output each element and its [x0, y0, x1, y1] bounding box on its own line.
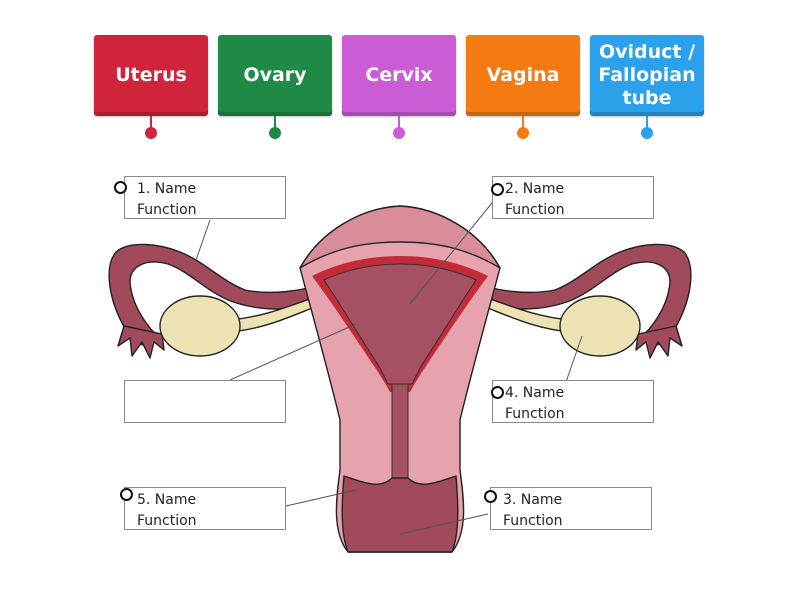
chip-label: Ovary [243, 64, 307, 86]
chip-pin[interactable] [145, 127, 157, 139]
right-fimbriae [635, 325, 683, 359]
label-box-3[interactable]: 3. Name Function [490, 487, 652, 530]
label-function: Function [137, 513, 197, 529]
label-function: Function [137, 202, 197, 218]
chip-stem [274, 116, 276, 128]
chip-ovary[interactable]: Ovary [218, 35, 332, 116]
chip-label: Oviduct / Fallopian tube [598, 41, 696, 109]
label-function: Function [505, 406, 565, 422]
hotspot-2[interactable] [491, 183, 504, 196]
label-name: 3. Name [503, 492, 563, 508]
chip-oviduct[interactable]: Oviduct / Fallopian tube [590, 35, 704, 116]
label-box-4[interactable]: 4. Name Function [492, 380, 654, 423]
hotspot-5[interactable] [120, 488, 133, 501]
chip-label: Uterus [115, 64, 187, 86]
vagina [341, 475, 459, 553]
chip-uterus[interactable]: Uterus [94, 35, 208, 116]
right-ovary [559, 295, 641, 357]
label-function: Function [503, 513, 563, 529]
label-name: 1. Name [137, 181, 197, 197]
leader-line-3 [399, 513, 489, 535]
leader-line-blank [229, 323, 357, 381]
hotspot-1[interactable] [114, 181, 127, 194]
chip-stem [646, 116, 648, 128]
chip-stem [150, 116, 152, 128]
label-box-2[interactable]: 2. Name Function [492, 176, 654, 219]
chip-pin[interactable] [517, 127, 529, 139]
chip-label: Cervix [365, 64, 433, 86]
chip-pin[interactable] [269, 127, 281, 139]
label-name: 2. Name [505, 181, 565, 197]
chip-stem [398, 116, 400, 128]
cervical-canal [391, 383, 409, 479]
chip-stem [522, 116, 524, 128]
label-box-1[interactable]: 1. Name Function [124, 176, 286, 219]
chip-pin[interactable] [393, 127, 405, 139]
myometrium-top [299, 205, 501, 269]
leader-line-2 [409, 197, 497, 305]
hotspot-3[interactable] [484, 490, 497, 503]
chip-vagina[interactable]: Vagina [466, 35, 580, 116]
leader-line-4 [565, 335, 583, 383]
left-fimbriae [117, 325, 165, 359]
leader-line-5 [285, 489, 357, 507]
left-ovary [159, 295, 241, 357]
hotspot-4[interactable] [491, 386, 504, 399]
chip-label: Vagina [486, 64, 560, 86]
uterine-cavity [323, 263, 477, 385]
label-box-blank[interactable] [124, 380, 286, 423]
chip-pin[interactable] [641, 127, 653, 139]
leader-line-1 [195, 219, 211, 261]
label-name: 5. Name [137, 492, 197, 508]
label-name: 4. Name [505, 385, 565, 401]
chip-cervix[interactable]: Cervix [342, 35, 456, 116]
label-box-5[interactable]: 5. Name Function [124, 487, 286, 530]
label-function: Function [505, 202, 565, 218]
